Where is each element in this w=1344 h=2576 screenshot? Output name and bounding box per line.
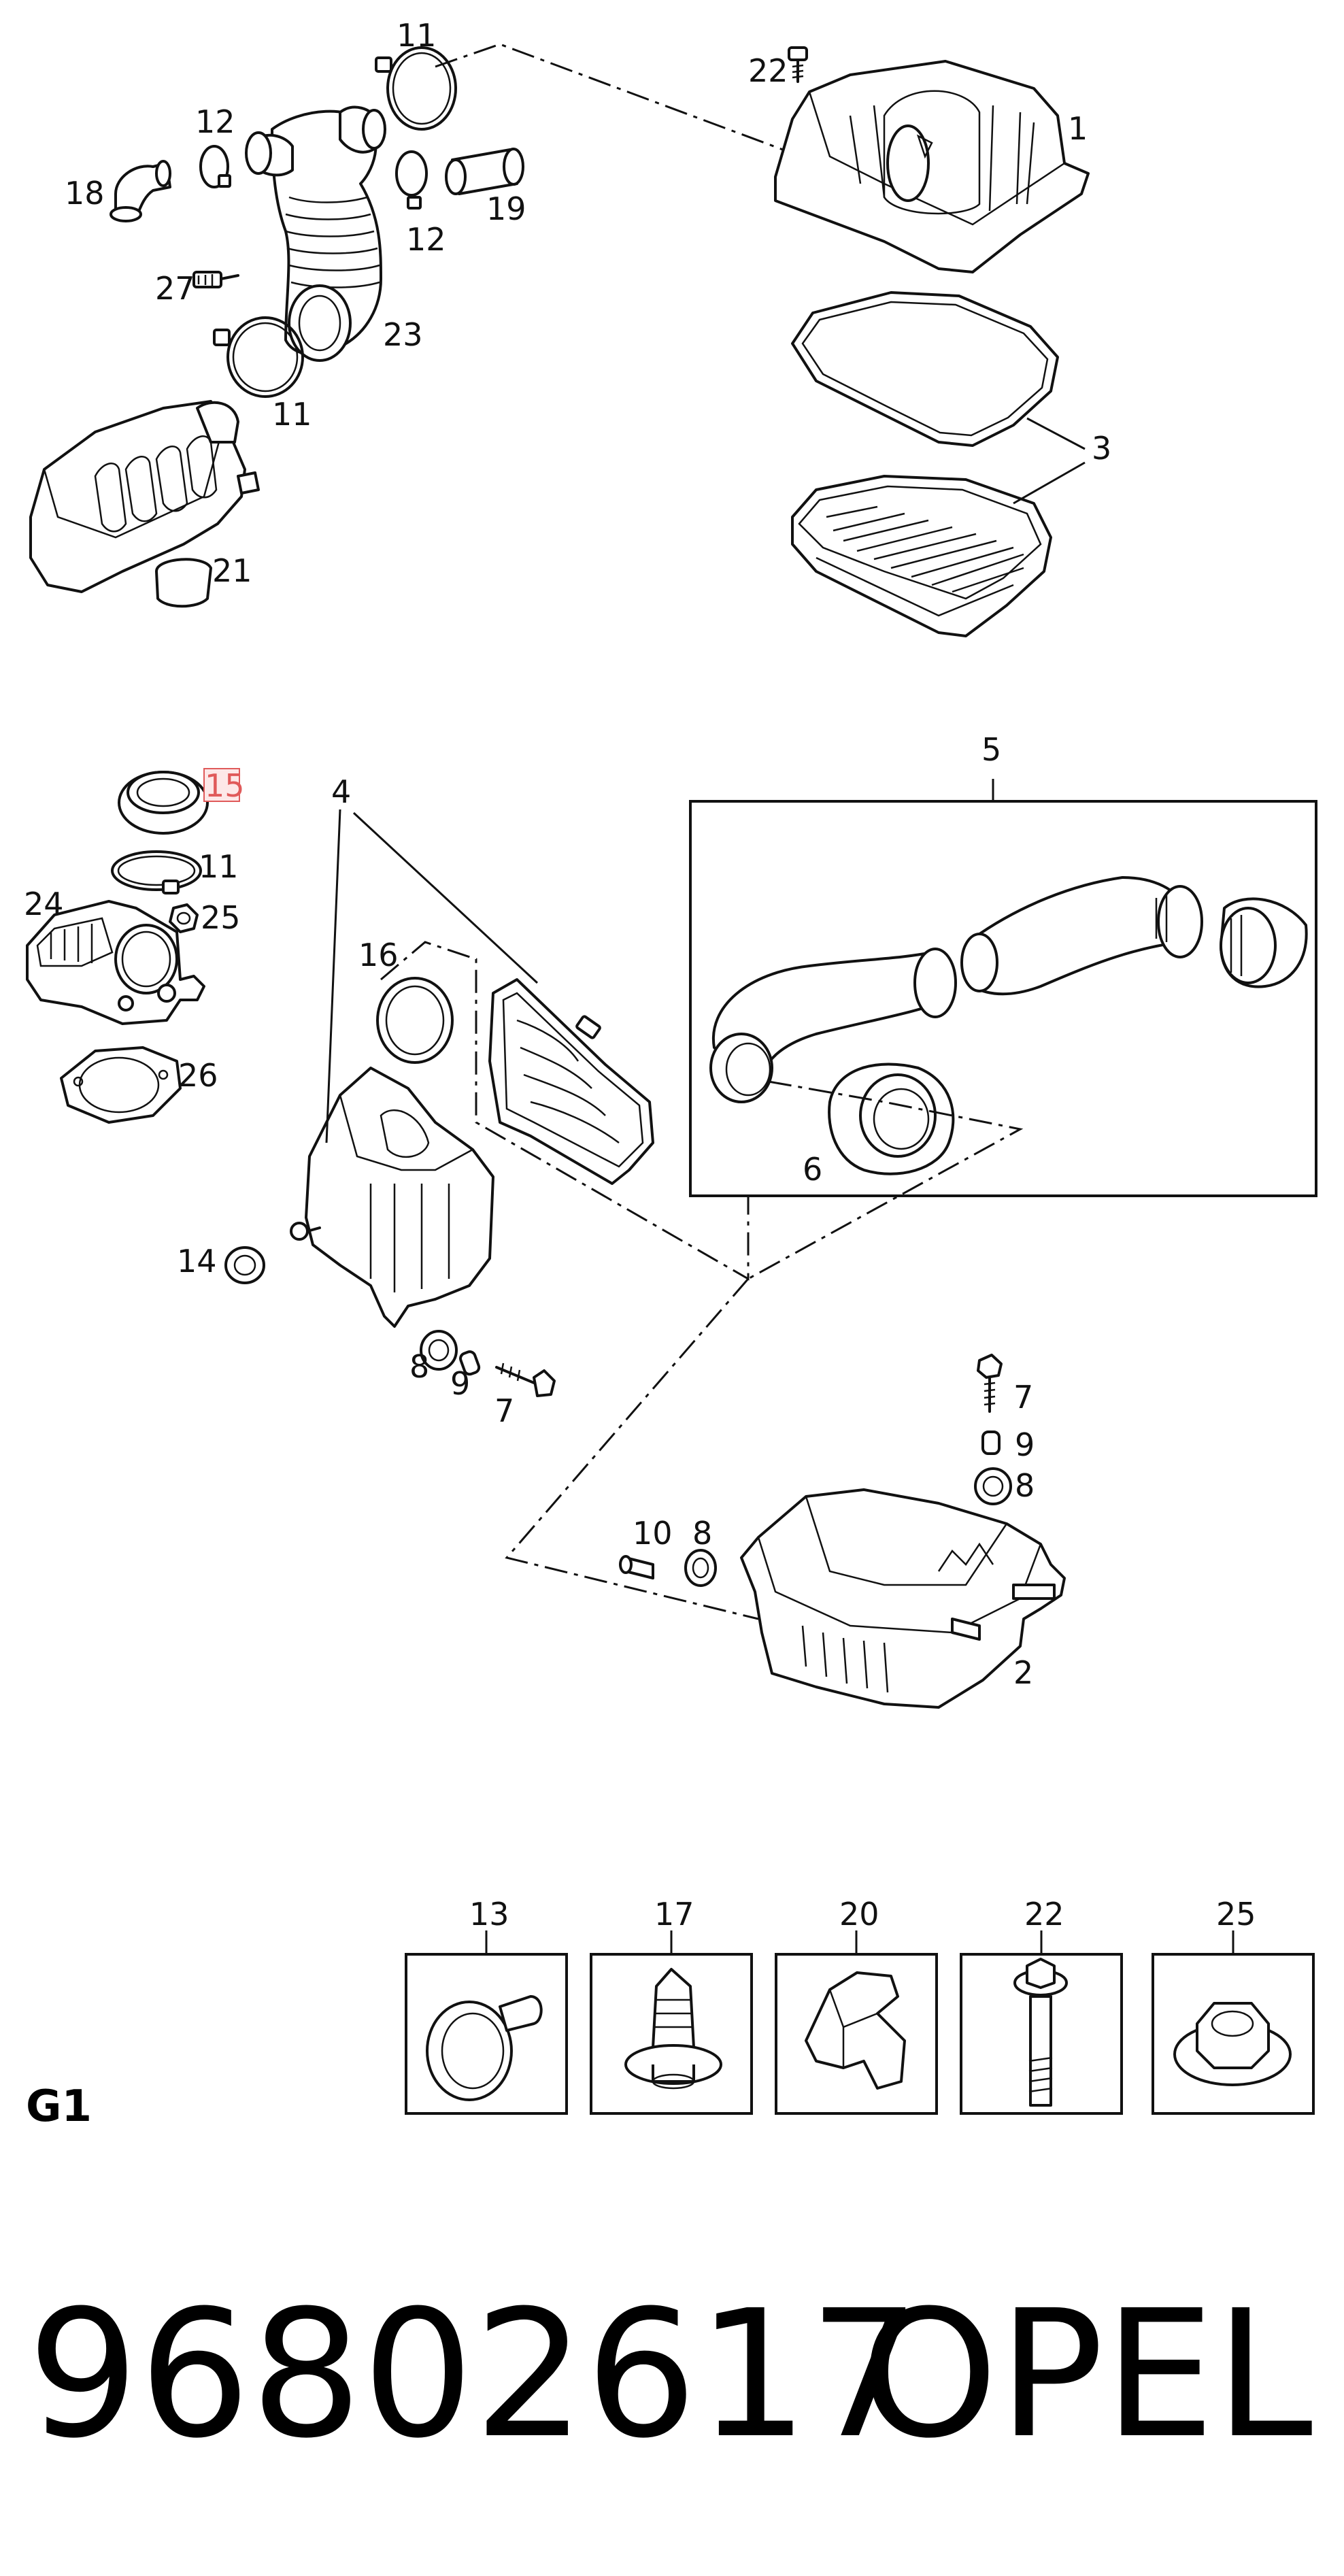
callout-1: 1 (1068, 110, 1088, 147)
callout-2: 2 (1013, 1654, 1033, 1691)
hose-clamp-11-middle (213, 316, 304, 398)
callout-12-right: 12 (406, 221, 446, 258)
hardware-box-17 (590, 1930, 753, 2115)
assembly-line-top (435, 43, 850, 205)
screw-22-top (788, 46, 808, 83)
leader-3-a (1026, 417, 1086, 450)
callout-24: 24 (24, 886, 64, 922)
callout-25-hardware: 25 (1216, 1896, 1256, 1933)
callout-15[interactable]: 15 (205, 767, 245, 804)
callout-3: 3 (1092, 430, 1111, 467)
callout-21: 21 (212, 552, 252, 589)
leader-3-b (1013, 461, 1086, 505)
elbow-hose-18 (110, 160, 171, 222)
callout-11-top: 11 (397, 17, 437, 54)
resonator-filter-4 (488, 978, 654, 1185)
callout-8-lower: 8 (1015, 1467, 1035, 1504)
callout-25: 25 (201, 899, 241, 936)
callout-11-middle: 11 (272, 396, 312, 433)
callout-12-left: 12 (195, 103, 235, 140)
callout-7-lower: 7 (1013, 1379, 1033, 1416)
assembly-line-lower (505, 1278, 759, 1620)
air-filter-element (791, 475, 1052, 637)
callout-22-hardware: 22 (1024, 1896, 1064, 1933)
brand-name: OPEL (860, 2273, 1314, 2477)
part-number: 96802617 (27, 2273, 920, 2477)
callout-9-lower: 9 (1015, 1426, 1035, 1463)
callout-20: 20 (839, 1896, 879, 1933)
hose-clamp-12-right (395, 150, 428, 210)
spacer-9-mid (459, 1350, 481, 1376)
leader-4-a (325, 809, 341, 1143)
seal-16 (376, 977, 454, 1064)
hose-clamp-12-left (199, 145, 231, 188)
throttle-body-24 (26, 900, 205, 1025)
callout-6: 6 (803, 1151, 822, 1188)
grommet-8-side (684, 1549, 717, 1587)
assembly-line-box5 (747, 1080, 1024, 1280)
hardware-box-20 (775, 1930, 938, 2115)
callout-8-mid: 8 (409, 1348, 429, 1385)
callout-13: 13 (469, 1896, 509, 1933)
hardware-box-13 (405, 1930, 568, 2115)
callout-15-highlight[interactable] (203, 768, 240, 802)
callout-7-mid: 7 (494, 1392, 514, 1429)
resonator-21 (29, 400, 260, 608)
hose-clamp-11-top (375, 46, 457, 131)
callout-17: 17 (654, 1896, 694, 1933)
nut-25-small (169, 903, 199, 933)
leader-4-b (352, 812, 539, 984)
seal-ring-15 (118, 771, 209, 835)
grommet-8-lower (974, 1467, 1012, 1505)
grommet-14 (224, 1246, 265, 1284)
callout-16: 16 (358, 937, 399, 973)
callout-11-lower: 11 (199, 848, 239, 885)
callout-14: 14 (177, 1243, 217, 1279)
intake-duct-hose (245, 105, 386, 362)
callout-22: 22 (748, 52, 788, 89)
resonator-housing-4 (290, 1067, 494, 1328)
callout-19: 19 (486, 190, 526, 227)
callout-5: 5 (981, 731, 1001, 768)
hardware-box-25 (1152, 1930, 1315, 2115)
hose-clamp-11-lower (111, 850, 202, 894)
callout-26: 26 (178, 1057, 218, 1094)
adapter-6 (828, 1063, 955, 1175)
assembly-line-mid-left (380, 941, 750, 1281)
spacer-9-lower (981, 1431, 1001, 1455)
air-cleaner-lower-housing (740, 1488, 1066, 1709)
air-filter-gasket (791, 291, 1059, 447)
pin-10 (619, 1555, 654, 1579)
sensor-27 (192, 271, 239, 288)
grommet-8-mid (420, 1330, 458, 1371)
callout-4: 4 (331, 773, 351, 810)
gasket-26 (60, 1046, 182, 1124)
section-code: G1 (26, 2081, 92, 2132)
hose-19 (445, 148, 524, 195)
callout-23: 23 (383, 316, 423, 353)
callout-9-mid: 9 (450, 1365, 470, 1402)
callout-8-side: 8 (692, 1515, 712, 1552)
hardware-box-22 (960, 1930, 1123, 2115)
callout-18: 18 (65, 175, 105, 212)
intake-hose-5 (709, 876, 1308, 1103)
bolt-7-lower (977, 1354, 1003, 1413)
bolt-7-mid (495, 1362, 556, 1397)
callout-27: 27 (155, 270, 195, 307)
callout-10: 10 (633, 1515, 673, 1552)
air-cleaner-upper-housing (774, 60, 1090, 273)
